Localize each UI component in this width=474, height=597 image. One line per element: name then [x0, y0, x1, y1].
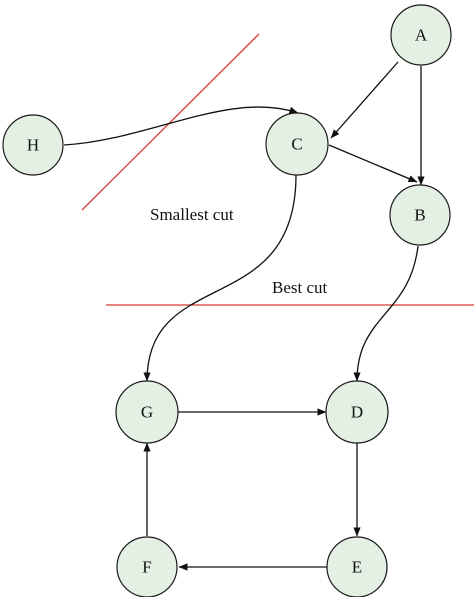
nodes-layer: A B C H G D F E	[2, 4, 452, 597]
edge-b-d	[353, 245, 419, 382]
node-c: C	[265, 112, 329, 176]
node-d: D	[325, 380, 389, 444]
node-e: E	[326, 536, 388, 597]
edge-h-c	[63, 106, 299, 146]
node-e-label: E	[352, 558, 362, 577]
node-h-label: H	[27, 136, 39, 155]
node-a: A	[390, 4, 452, 66]
node-a-label: A	[415, 26, 428, 45]
best-cut-label: Best cut	[272, 278, 328, 297]
node-b-label: B	[414, 206, 425, 225]
edges-layer	[63, 61, 425, 571]
edge-c-b	[328, 144, 418, 183]
node-g: G	[115, 380, 179, 444]
node-g-label: G	[141, 403, 153, 422]
node-c-label: C	[291, 135, 302, 154]
smallest-cut-label: Smallest cut	[150, 205, 234, 224]
edge-a-c	[330, 61, 399, 139]
node-f: F	[116, 536, 178, 597]
node-d-label: D	[351, 403, 363, 422]
node-h: H	[2, 114, 64, 176]
smallest-cut-line	[81, 33, 260, 211]
edge-c-g	[143, 174, 297, 382]
node-b: B	[389, 184, 451, 246]
node-f-label: F	[142, 558, 151, 577]
